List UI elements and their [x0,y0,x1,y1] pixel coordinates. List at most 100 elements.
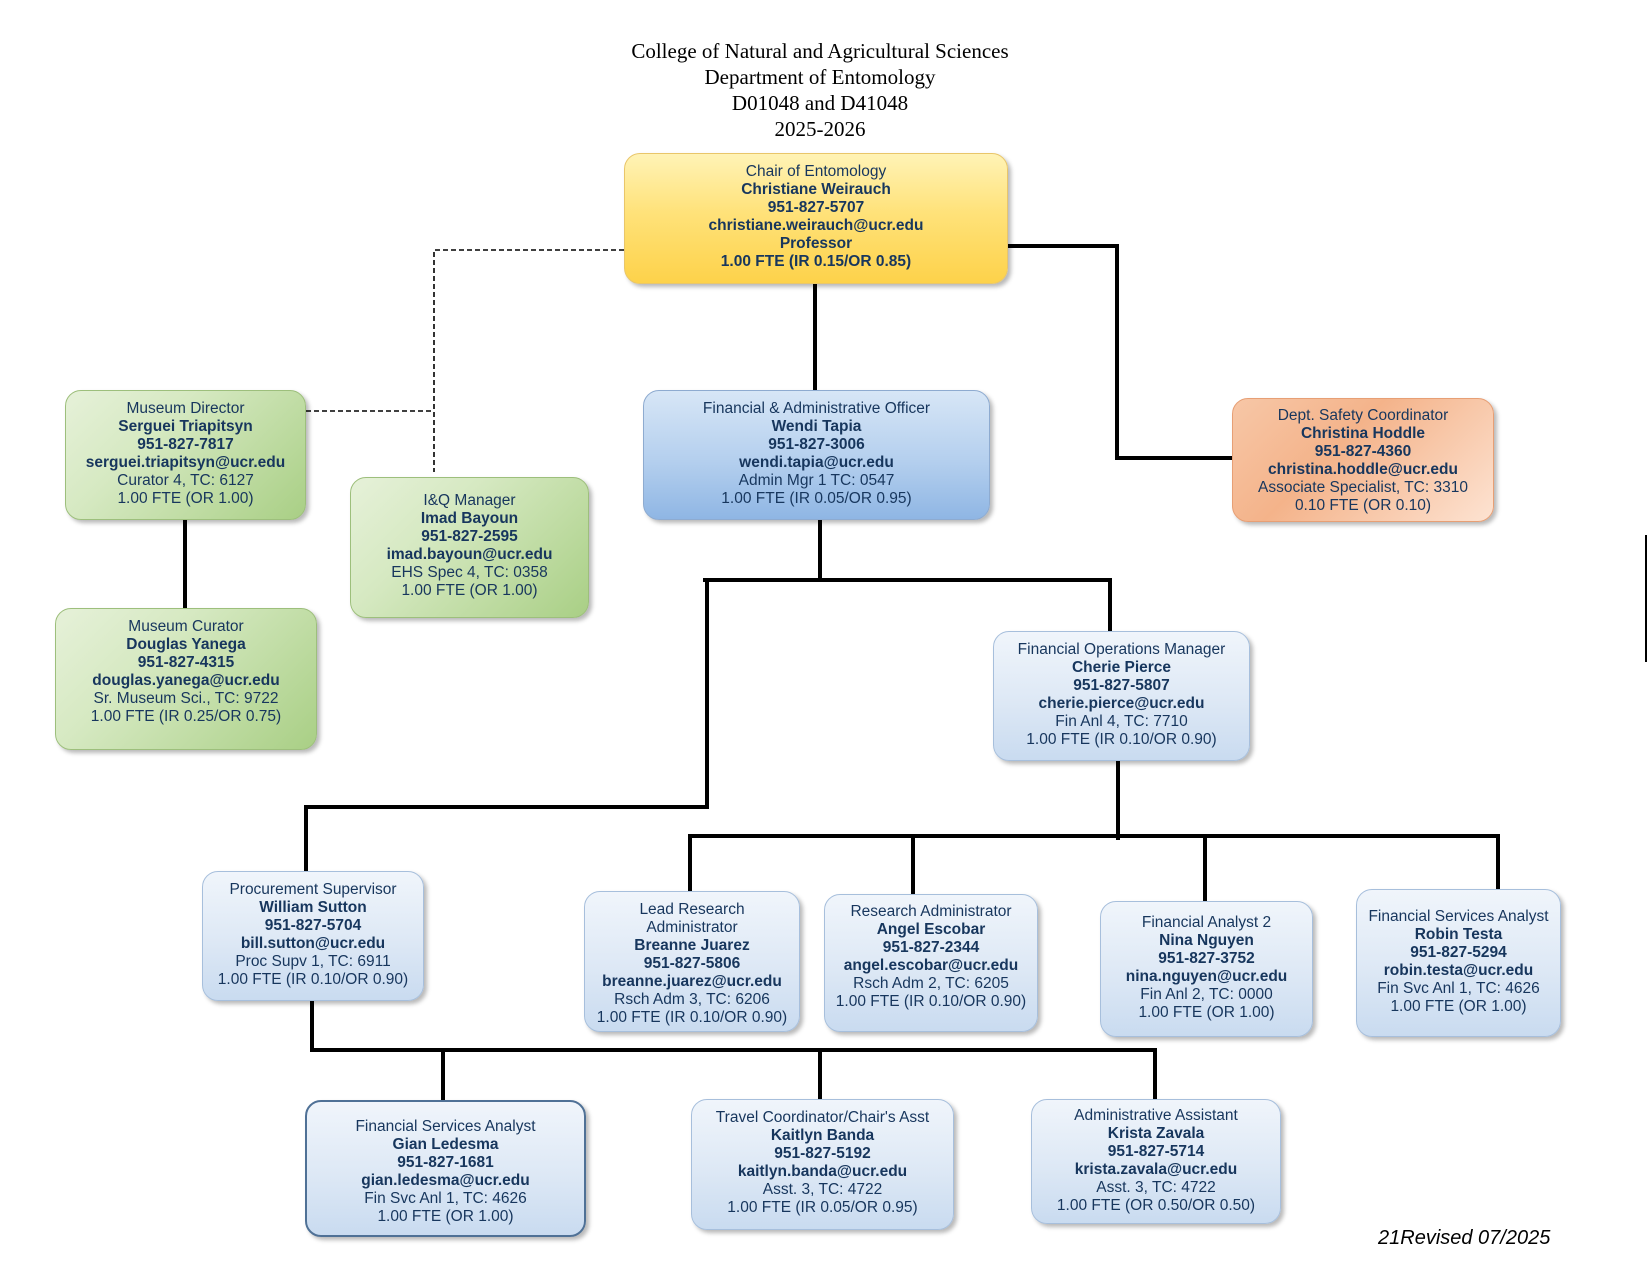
box-name: Breanne Juarez [634,937,750,954]
box-travel-coordinator: Travel Coordinator/Chair's Asst Kaitlyn … [691,1099,954,1230]
box-email: christiane.weirauch@ucr.edu [708,217,924,234]
box-job: Proc Supv 1, TC: 6911 [235,953,391,970]
box-museum-director: Museum Director Serguei Triapitsyn 951-8… [65,390,306,520]
box-phone: 951-827-5294 [1410,944,1507,961]
box-museum-curator: Museum Curator Douglas Yanega 951-827-43… [55,608,317,750]
box-title: Financial Services Analyst [1368,908,1549,925]
box-title: Museum Director [126,400,245,417]
box-name: Imad Bayoun [420,510,519,527]
box-job: EHS Spec 4, TC: 0358 [391,564,548,581]
box-financial-services-analyst-testa: Financial Services Analyst Robin Testa 9… [1356,889,1561,1037]
box-name: Christina Hoddle [1300,425,1425,442]
box-job: Rsch Adm 3, TC: 6206 [614,991,770,1008]
header-year: 2025-2026 [774,117,866,141]
box-job: Admin Mgr 1 TC: 0547 [738,472,895,489]
box-fte: 1.00 FTE (OR 1.00) [117,490,254,507]
box-name: William Sutton [259,899,367,916]
box-phone: 951-827-5714 [1107,1143,1205,1160]
box-title: Procurement Supervisor [229,881,397,898]
box-name: Gian Ledesma [392,1136,499,1153]
box-fte: 1.00 FTE (OR 1.00) [1138,1004,1275,1021]
box-title: Financial Analyst 2 [1141,914,1272,931]
box-job: Curator 4, TC: 6127 [117,472,254,489]
box-job: Professor [779,235,853,252]
header-department: Department of Entomology [704,65,936,89]
box-phone: 951-827-5704 [264,917,362,934]
box-name: Douglas Yanega [126,636,246,653]
box-name: Cherie Pierce [1071,659,1172,676]
box-title: Travel Coordinator/Chair's Asst [715,1109,930,1126]
box-phone: 951-827-5806 [643,955,741,972]
box-name: Nina Nguyen [1159,932,1254,949]
box-fao: Financial & Administrative Officer Wendi… [643,390,990,520]
box-phone: 951-827-2344 [882,939,980,956]
box-job: Asst. 3, TC: 4722 [762,1181,883,1198]
box-procurement-supervisor: Procurement Supervisor William Sutton 95… [202,871,424,1001]
box-job: Fin Svc Anl 1, TC: 4626 [364,1190,527,1207]
box-phone: 951-827-3752 [1158,950,1255,967]
org-header: College of Natural and Agricultural Scie… [560,38,1080,142]
box-phone: 951-827-2595 [421,528,518,545]
box-name: Krista Zavala [1107,1125,1205,1142]
box-title-line2: Administrator [646,919,738,936]
box-title: I&Q Manager [423,492,516,509]
box-name: Wendi Tapia [771,418,862,435]
box-job: Associate Specialist, TC: 3310 [1258,479,1468,496]
box-job: Fin Anl 2, TC: 0000 [1140,986,1273,1003]
line-fao-procurement [304,578,709,874]
box-email: douglas.yanega@ucr.edu [92,672,280,689]
box-job: Asst. 3, TC: 4722 [1096,1179,1216,1196]
box-phone: 951-827-5192 [774,1145,871,1162]
box-fte: 1.00 FTE (OR 1.00) [377,1208,514,1225]
box-title-line1: Lead Research [639,901,745,918]
box-fte: 1.00 FTE (OR 0.50/OR 0.50) [1056,1197,1256,1214]
header-codes: D01048 and D41048 [731,91,909,115]
box-safety-coordinator: Dept. Safety Coordinator Christina Hoddl… [1232,398,1494,522]
box-email: kaitlyn.banda@ucr.edu [737,1163,908,1180]
box-job: Fin Svc Anl 1, TC: 4626 [1377,980,1540,997]
box-phone: 951-827-5807 [1073,677,1170,694]
box-title: Research Administrator [850,903,1012,920]
box-title: Financial Services Analyst [355,1118,536,1135]
box-title: Financial Operations Manager [1017,641,1226,658]
box-email: cherie.pierce@ucr.edu [1038,695,1205,712]
box-email: gian.ledesma@ucr.edu [361,1172,530,1189]
box-fte: 0.10 FTE (OR 0.10) [1294,497,1432,514]
box-name: Angel Escobar [876,921,986,938]
box-fte: 1.00 FTE (IR 0.10/OR 0.90) [217,971,409,988]
box-fte: 1.00 FTE (IR 0.15/OR 0.85) [720,253,912,270]
box-phone: 951-827-4315 [137,654,235,671]
box-fte: 1.00 FTE (IR 0.10/OR 0.90) [1026,731,1217,748]
box-financial-services-analyst-ledesma: Financial Services Analyst Gian Ledesma … [305,1100,586,1237]
box-email: serguei.triapitsyn@ucr.edu [85,454,286,471]
page-edge-mark [1645,535,1647,662]
box-title: Administrative Assistant [1074,1107,1238,1124]
box-fte: 1.00 FTE (IR 0.05/OR 0.95) [727,1199,918,1216]
box-phone: 951-827-7817 [137,436,234,453]
box-lead-research-admin: Lead Research Administrator Breanne Juar… [584,891,800,1032]
line-fao-finops [703,578,1112,634]
box-phone: 951-827-3006 [768,436,865,453]
box-job: Fin Anl 4, TC: 7710 [1055,713,1188,730]
box-phone: 951-827-1681 [397,1154,494,1171]
box-email: breanne.juarez@ucr.edu [602,973,782,990]
box-fte: 1.00 FTE (IR 0.05/OR 0.95) [721,490,912,507]
box-title: Financial & Administrative Officer [702,400,931,417]
box-financial-analyst-2: Financial Analyst 2 Nina Nguyen 951-827-… [1100,901,1313,1037]
line-chair-safety [1008,244,1234,460]
box-email: christina.hoddle@ucr.edu [1268,461,1458,478]
box-job: Sr. Museum Sci., TC: 9722 [93,690,279,707]
box-fin-ops-manager: Financial Operations Manager Cherie Pier… [993,631,1250,761]
box-email: krista.zavala@ucr.edu [1074,1161,1238,1178]
box-title: Chair of Entomology [745,163,887,180]
revision-note: 21Revised 07/2025 [1378,1227,1551,1249]
box-name: Robin Testa [1414,926,1503,943]
box-phone: 951-827-5707 [767,199,865,216]
box-research-admin: Research Administrator Angel Escobar 951… [824,894,1038,1032]
box-iq-manager: I&Q Manager Imad Bayoun 951-827-2595 ima… [350,477,589,618]
box-fte: 1.00 FTE (IR 0.25/OR 0.75) [90,708,282,725]
box-fte: 1.00 FTE (OR 1.00) [1390,998,1527,1015]
box-administrative-assistant: Administrative Assistant Krista Zavala 9… [1031,1099,1281,1224]
box-phone: 951-827-4360 [1314,443,1412,460]
